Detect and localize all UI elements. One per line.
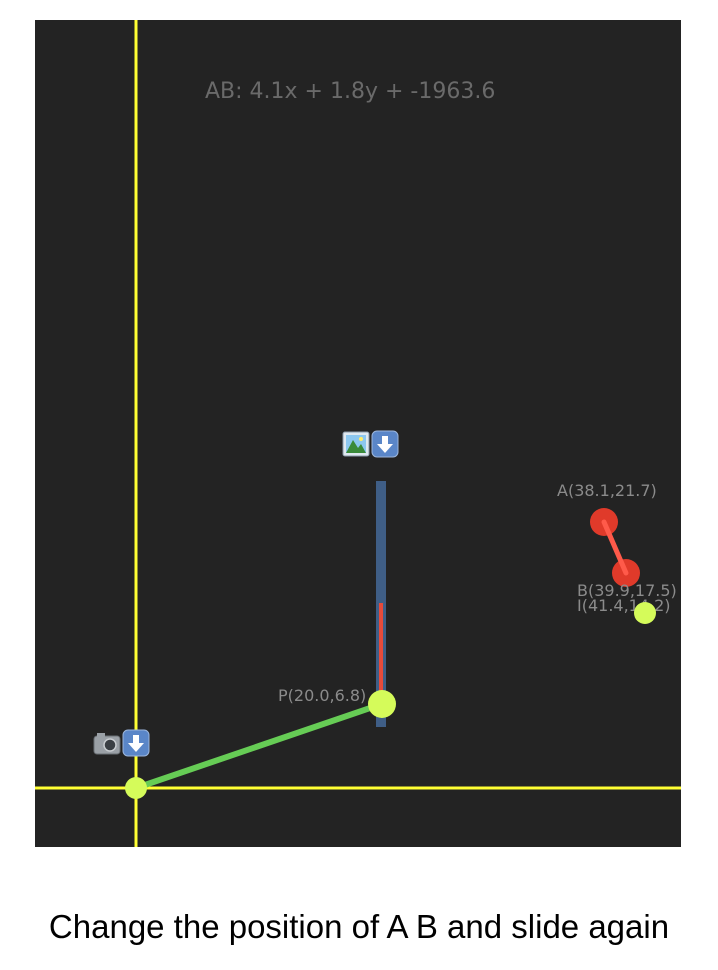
slider-fill — [379, 603, 383, 706]
point-p-label: P(20.0,6.8) — [278, 686, 366, 705]
camera-icon[interactable] — [93, 733, 121, 755]
ray-origin-to-p — [133, 701, 385, 791]
point-i[interactable] — [634, 602, 656, 624]
point-a-label: A(38.1,21.7) — [557, 481, 657, 500]
point-b-label: B(39.9,17.5) — [577, 581, 677, 600]
download-icon[interactable] — [371, 430, 399, 458]
geometry-canvas[interactable]: AB: 4.1x + 1.8y + -1963.6 P(20.0,6.8) A(… — [35, 20, 681, 847]
point-p[interactable] — [368, 690, 396, 718]
line-equation: AB: 4.1x + 1.8y + -1963.6 — [205, 79, 495, 104]
download-icon[interactable] — [122, 729, 150, 757]
segment-ab — [601, 519, 629, 576]
origin-point[interactable] — [125, 777, 147, 799]
caption: Change the position of A B and slide aga… — [48, 908, 670, 945]
image-icon[interactable] — [342, 431, 370, 457]
point-i-label: I(41.4,14.2) — [577, 596, 671, 615]
